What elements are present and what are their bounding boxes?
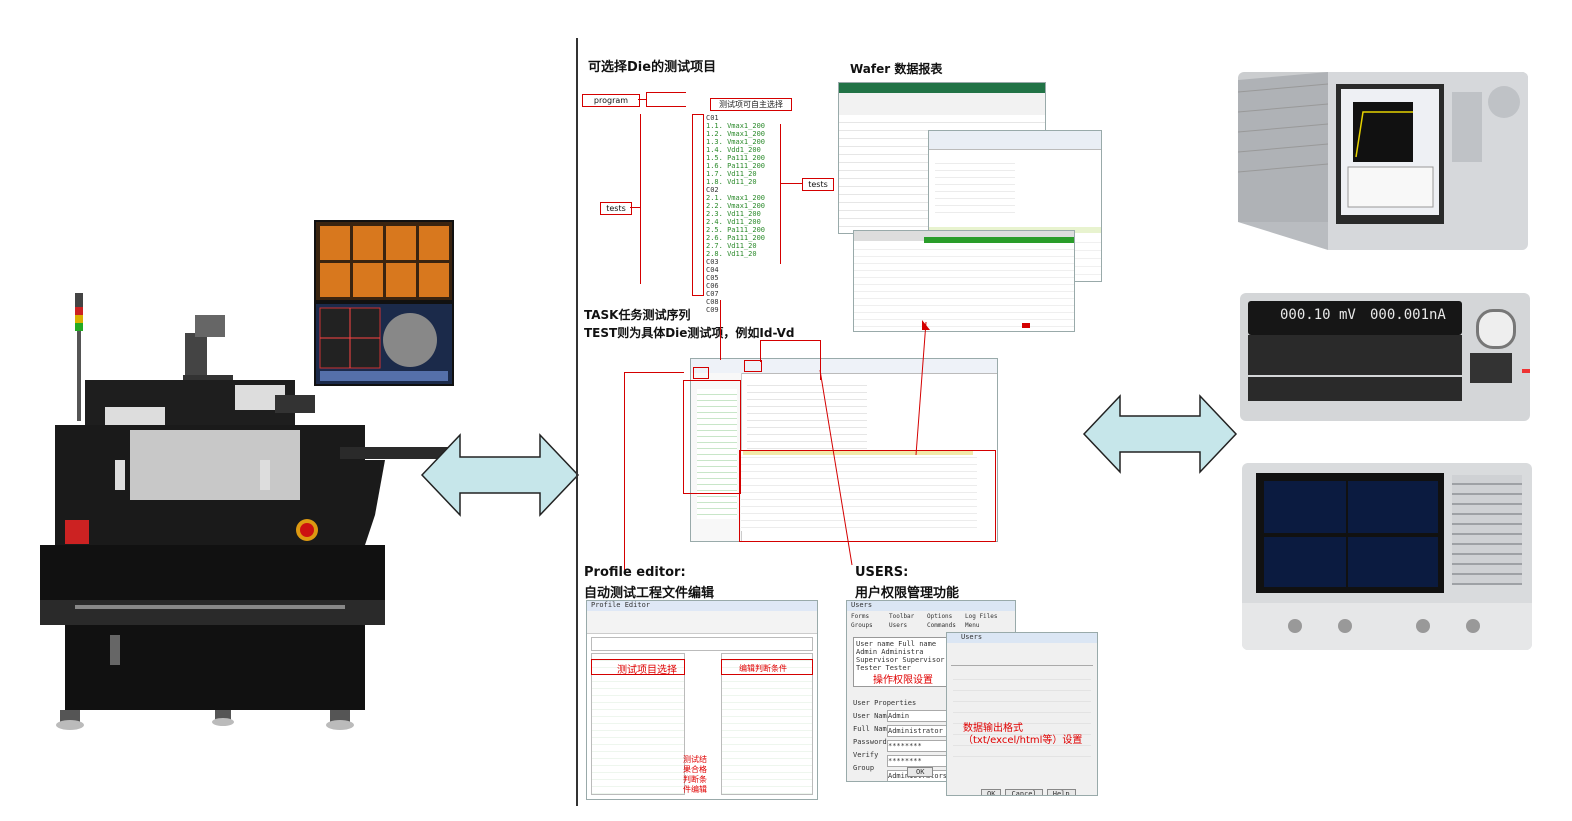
- users-tab[interactable]: Users: [889, 622, 908, 629]
- users-property-label: User Properties: [853, 699, 917, 707]
- tree-item[interactable]: C06: [706, 282, 719, 290]
- tree-item[interactable]: 2.7. Vd11_20: [706, 242, 757, 250]
- users-table-header: User name Full name: [856, 640, 937, 648]
- tree-item[interactable]: C04: [706, 266, 719, 274]
- users-property-label: Verify: [853, 751, 879, 759]
- users-tab[interactable]: Menu: [965, 622, 980, 629]
- users-property-label: User Name: [853, 712, 891, 720]
- tree-item[interactable]: C01: [706, 114, 719, 122]
- users-property-label: Full Name: [853, 725, 891, 733]
- tree-item[interactable]: 1.2. Vmax1_200: [706, 130, 766, 138]
- users-window-titlebar: Users: [847, 601, 1015, 611]
- tree-item[interactable]: 1.7. Vd11_20: [706, 170, 757, 178]
- tree-item[interactable]: 2.1. Vmax1_200: [706, 194, 766, 202]
- users-options-button[interactable]: OK: [981, 789, 1002, 795]
- profile-annotation-pass: 测试结果合格判断条件编辑: [683, 755, 707, 794]
- users-property-field[interactable]: Administrator: [887, 725, 959, 737]
- users-tab[interactable]: Toolbar: [889, 613, 915, 620]
- users-annotation-permission: 操作权限设置: [873, 675, 933, 686]
- test-die-title: TEST则为具体Die测试项，例如Id-Vd: [584, 326, 795, 340]
- tree-item[interactable]: 1.1. Vmax1_200: [706, 122, 766, 130]
- tree-item[interactable]: 1.6. Pa111_200: [706, 162, 766, 170]
- wafer-report-title: Wafer 数据报表: [850, 62, 943, 76]
- tree-item[interactable]: 1.3. Vmax1_200: [706, 138, 766, 146]
- tree-item[interactable]: 1.4. Vdd1_200: [706, 146, 761, 154]
- tree-item[interactable]: C03: [706, 258, 719, 266]
- users-table-row[interactable]: Supervisor Supervisor: [856, 656, 945, 664]
- users-options-button[interactable]: Help: [1046, 789, 1076, 795]
- users-title-en: USERS:: [855, 565, 909, 580]
- tree-item[interactable]: C09: [706, 306, 719, 314]
- profile-annotation-edit: 编辑判断条件: [739, 664, 787, 673]
- users-table-row[interactable]: Tester Tester: [856, 664, 911, 672]
- tree-item[interactable]: C02: [706, 186, 719, 194]
- users-property-field[interactable]: ********: [887, 740, 959, 752]
- tree-item[interactable]: C05: [706, 274, 719, 282]
- users-options-button[interactable]: Cancel: [1005, 789, 1043, 795]
- tree-item[interactable]: 2.8. Vd11_20: [706, 250, 757, 258]
- profile-editor-window: Profile Editor 测试项目选择 编辑判断条件 测试结果合格判断条件编…: [586, 600, 818, 800]
- tree-item[interactable]: 2.5. Pa111_200: [706, 226, 766, 234]
- task-sequence-title: TASK任务测试序列: [584, 308, 691, 322]
- tree-item[interactable]: 2.6. Pa111_200: [706, 234, 766, 242]
- network-analyzer-image: [1242, 463, 1532, 650]
- tests-label-box-right: tests: [802, 178, 834, 191]
- tree-item[interactable]: C08: [706, 298, 719, 306]
- smu-readout-2: 000.001nA: [1370, 307, 1446, 323]
- section-divider: [576, 38, 578, 806]
- users-property-label: Password: [853, 738, 887, 746]
- profile-annotation-select: 测试项目选择: [617, 665, 677, 676]
- users-table-row[interactable]: Admin Administra: [856, 648, 924, 656]
- users-tab[interactable]: Groups: [851, 622, 873, 629]
- tests-label-box-left: tests: [600, 202, 632, 215]
- program-label-box: program: [582, 94, 640, 107]
- source-meter-image: 000.10 mV 000.001nA: [1240, 293, 1530, 421]
- tree-item[interactable]: C07: [706, 290, 719, 298]
- tree-item[interactable]: 1.8. Vd11_20: [706, 178, 757, 186]
- tree-item[interactable]: 2.4. Vd11_200: [706, 218, 761, 226]
- tree-item[interactable]: 1.5. Pa111_200: [706, 154, 766, 162]
- wafer-data-table-screenshot: [853, 230, 1075, 332]
- users-tab[interactable]: Log Files: [965, 613, 998, 620]
- die-test-items-title: 可选择Die的测试项目: [588, 60, 717, 75]
- right-double-arrow: [1082, 394, 1238, 474]
- users-property-label: Group: [853, 764, 875, 772]
- tree-item[interactable]: 2.3. Vd11_200: [706, 210, 761, 218]
- output-format-annotation: 数据输出格式（txt/excel/html等）设置: [963, 723, 1083, 746]
- users-options-titlebar: Users: [947, 633, 1097, 643]
- users-title-cn: 用户权限管理功能: [855, 586, 960, 601]
- tree-item[interactable]: 2.2. Vmax1_200: [706, 202, 766, 210]
- users-tab[interactable]: Forms: [851, 613, 870, 620]
- users-ok-button[interactable]: OK: [907, 767, 934, 777]
- users-tab[interactable]: Commands: [927, 622, 956, 629]
- profile-editor-titlebar: Profile Editor: [587, 601, 817, 611]
- semiconductor-analyzer-image: [1238, 72, 1528, 250]
- smu-readout-1: 000.10 mV: [1280, 307, 1356, 323]
- users-tab[interactable]: Options: [927, 613, 953, 620]
- profile-editor-title-cn: 自动测试工程文件编辑: [584, 586, 715, 601]
- users-property-field[interactable]: ********: [887, 755, 959, 767]
- left-double-arrow: [420, 433, 580, 517]
- selectable-note-box: 测试项可自主选择: [710, 98, 792, 111]
- profile-editor-title-en: Profile editor:: [584, 565, 686, 580]
- probe-station-image: [35, 215, 455, 735]
